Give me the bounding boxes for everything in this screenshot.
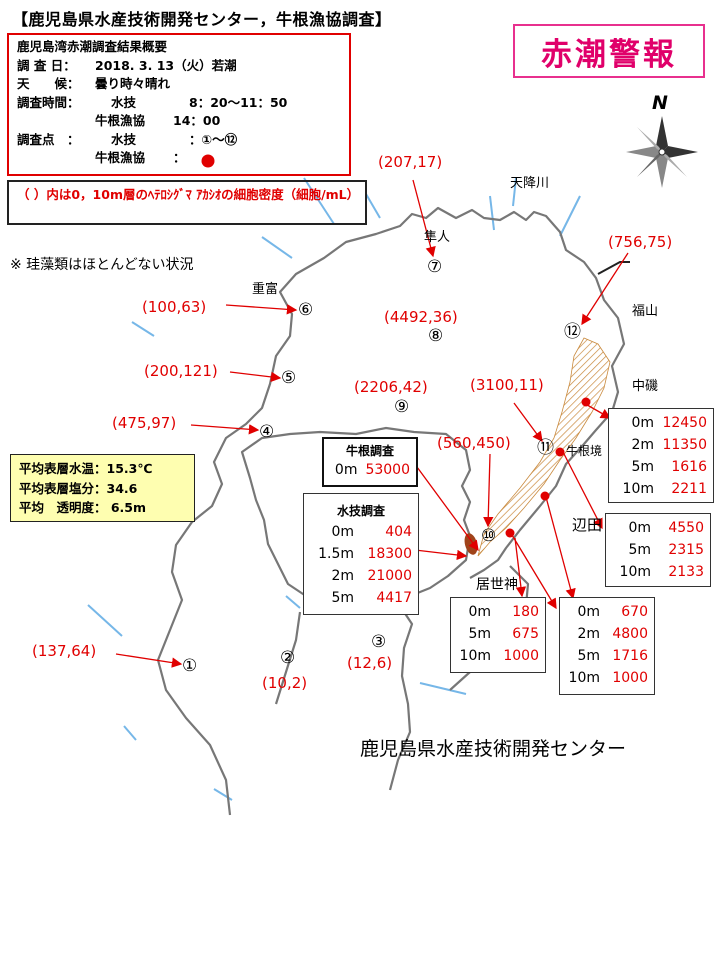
avg-salinity: 平均表層塩分：34.6 bbox=[19, 480, 138, 496]
summary-points-1-org: 水技 bbox=[111, 131, 137, 147]
coord-station-5: (200,121) bbox=[144, 362, 218, 380]
coord-station-10: (560,450) bbox=[437, 434, 511, 452]
station-8: ⑧ bbox=[428, 326, 444, 346]
station-1: ① bbox=[182, 656, 198, 676]
red-tide-area bbox=[477, 337, 611, 557]
avg-transparency: 平均 透明度： 6.5m bbox=[19, 500, 147, 515]
arrows bbox=[115, 179, 629, 668]
station-3: ③ bbox=[371, 632, 387, 652]
place-ushinezakai: 牛根境 bbox=[566, 444, 603, 458]
avg-temp: 平均表層水温：15.3℃ bbox=[19, 461, 153, 476]
ushine-legend-dot bbox=[201, 154, 215, 168]
summary-points-2: ： bbox=[173, 150, 186, 165]
station-10: ⑩ bbox=[481, 526, 497, 546]
place-shigetomi: 重富 bbox=[252, 282, 279, 297]
compass: N bbox=[624, 92, 700, 188]
compass-icon bbox=[626, 116, 698, 188]
station-2: ② bbox=[280, 648, 296, 668]
station-7: ⑦ bbox=[427, 257, 443, 277]
page-title: 【鹿児島県水産技術開発センター，牛根漁協調査】 bbox=[12, 10, 392, 29]
summary-points-key: 調査点 ： bbox=[17, 131, 80, 147]
red-tide-alert-badge: 赤潮警報 bbox=[513, 24, 705, 78]
diatom-note: ※ 珪藻類はほとんどない状況 bbox=[10, 257, 194, 273]
coord-station-6: (100,63) bbox=[142, 298, 207, 316]
summary-heading: 鹿児島湾赤潮調査結果概要 bbox=[17, 39, 168, 54]
averages-box: 平均表層水温：15.3℃ 平均表層塩分：34.6 平均 透明度： 6.5m bbox=[10, 454, 195, 522]
coord-station-7: (207,17) bbox=[378, 153, 443, 171]
place-nakaiso: 中磯 bbox=[632, 379, 659, 394]
survey-summary: 鹿児島湾赤潮調査結果概要 調 査 日： 2018. 3. 13（火）若潮 天 候：… bbox=[7, 33, 351, 176]
summary-time-key: 調査時間： bbox=[17, 94, 80, 110]
station-11: ⑪ bbox=[537, 438, 554, 458]
place-tenkou: 天降川 bbox=[510, 176, 550, 191]
summary-time-2: 14：00 bbox=[173, 113, 221, 128]
coord-station-3: (12,6) bbox=[347, 654, 393, 672]
summary-points-2-org: 牛根漁協 bbox=[95, 150, 146, 165]
coord-station-11: (3100,11) bbox=[470, 376, 544, 394]
coord-station-1: (137,64) bbox=[32, 642, 97, 660]
coord-station-9: (2206,42) bbox=[354, 378, 428, 396]
summary-weather-key: 天 候： bbox=[17, 76, 80, 91]
summary-date: 2018. 3. 13（火）若潮 bbox=[95, 57, 237, 73]
summary-date-key: 調 査 日： bbox=[17, 57, 76, 73]
red-tide-dense bbox=[464, 533, 478, 555]
coord-station-8: (4492,36) bbox=[384, 308, 458, 326]
place-heta: 辺田 bbox=[572, 516, 603, 534]
summary-points-1: ：①～⑫ bbox=[189, 131, 238, 147]
footer-organization: 鹿児島県水産技術開発センター bbox=[360, 738, 627, 760]
coord-station-12: (756,75) bbox=[608, 233, 673, 251]
station-12: ⑫ bbox=[564, 322, 581, 342]
summary-time-1-org: 水技 bbox=[111, 94, 137, 110]
suigi-survey-title: 水技調査 bbox=[336, 504, 385, 518]
fukuyama-line bbox=[597, 261, 630, 275]
summary-time-1: 8：20～11：50 bbox=[189, 94, 288, 110]
summary-weather: 曇り時々晴れ bbox=[95, 76, 171, 91]
station-4: ④ bbox=[259, 422, 275, 442]
station-5: ⑤ bbox=[281, 368, 297, 388]
place-isegami: 居世神 bbox=[476, 577, 518, 593]
station-9: ⑨ bbox=[394, 397, 410, 417]
place-hayato: 隼人 bbox=[424, 230, 451, 245]
coord-station-4: (475,97) bbox=[112, 414, 177, 432]
summary-time-2-org: 牛根漁協 bbox=[95, 113, 146, 128]
station-6: ⑥ bbox=[298, 300, 314, 320]
place-fukuyama: 福山 bbox=[632, 304, 659, 319]
ushine-survey-title: 牛根調査 bbox=[345, 444, 394, 458]
compass-north-label: N bbox=[652, 92, 668, 114]
coord-station-2: (10,2) bbox=[262, 674, 308, 692]
cell-density-note: （ ）内は0，10m層のﾍﾃﾛｼｸﾞﾏ ｱｶｼｵの細胞密度（細胞/mL） bbox=[7, 180, 367, 225]
